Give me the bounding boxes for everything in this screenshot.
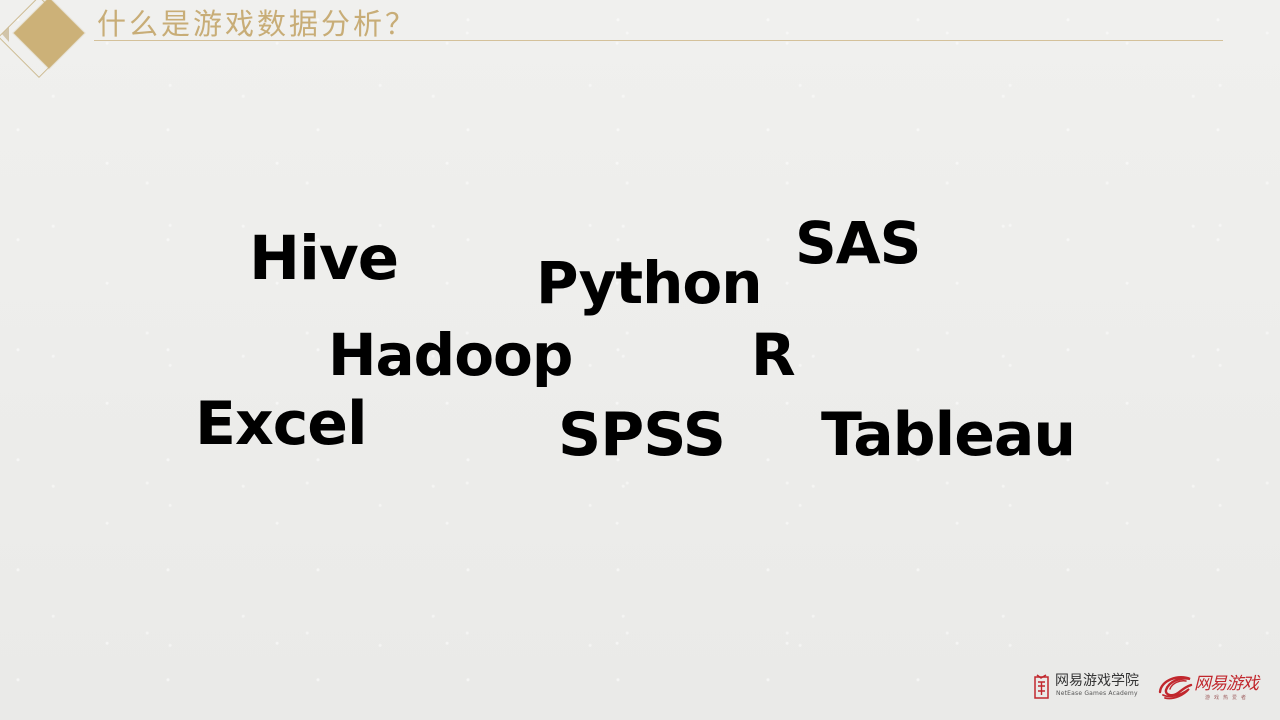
tool-python: Python — [536, 249, 763, 317]
tool-r: R — [751, 321, 796, 389]
academy-english-name: NetEase Games Academy — [1056, 690, 1138, 697]
seal-icon — [1034, 674, 1049, 699]
swirl-icon — [1158, 676, 1193, 700]
tool-spss: SPSS — [558, 400, 726, 470]
tool-excel: Excel — [195, 389, 368, 459]
slide-title: 什么是游戏数据分析？ — [97, 7, 418, 41]
footer-logos: 网易游戏学院 NetEase Games Academy 网易游戏 游戏热爱者 — [1033, 670, 1262, 708]
left-arrow-icon — [2, 26, 9, 42]
tool-tableau: Tableau — [821, 400, 1076, 470]
tool-sas: SAS — [795, 209, 921, 277]
academy-chinese-name: 网易游戏学院 — [1055, 673, 1139, 689]
brand-name: 网易游戏 — [1194, 674, 1259, 694]
tool-hive: Hive — [249, 223, 399, 294]
tool-hadoop: Hadoop — [328, 321, 573, 389]
slide-header: 什么是游戏数据分析？ — [0, 0, 1280, 90]
brand-slogan: 游戏热爱者 — [1205, 695, 1251, 701]
title-divider — [94, 40, 1223, 41]
brand-logo: 网易游戏 游戏热爱者 — [1155, 671, 1262, 705]
academy-logo-text: 网易游戏学院 NetEase Games Academy — [1055, 672, 1147, 702]
